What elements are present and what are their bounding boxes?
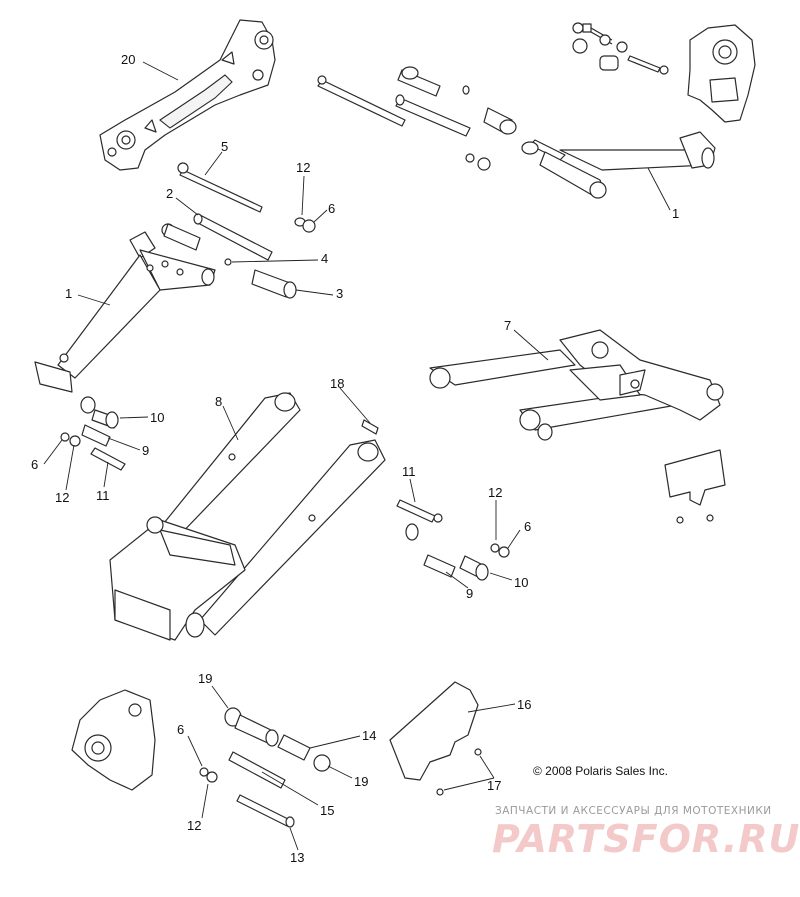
callout-6: 6 [328,201,335,216]
callout-10: 10 [150,410,164,425]
callout-10: 10 [514,575,528,590]
copyright-notice: © 2008 Polaris Sales Inc. [533,764,668,778]
hardware-left-10-9-11 [60,396,126,471]
callout-16: 16 [517,697,531,712]
callout-4: 4 [321,251,328,266]
callout-5: 5 [221,139,228,154]
part-20-mount-plate [99,19,276,171]
hardware-top-right [572,22,669,75]
callout-12: 12 [296,160,310,175]
callout-14: 14 [362,728,376,743]
callout-20: 20 [121,52,135,67]
part-8-swingarm [109,392,386,641]
right-guard-plate [664,449,726,524]
callout-7: 7 [504,318,511,333]
callout-19: 19 [198,671,212,686]
parts-5-2-pins [177,162,273,261]
callout-19: 19 [354,774,368,789]
watermark-logo: PARTSFOR.RU [492,817,800,861]
callout-6: 6 [524,519,531,534]
callout-6: 6 [177,722,184,737]
watermark-tagline: ЗАПЧАСТИ И АКСЕССУАРЫ ДЛЯ МОТОТЕХНИКИ [495,805,772,817]
hardware-12-6-top [294,217,316,233]
callout-1: 1 [65,286,72,301]
callout-8: 8 [215,394,222,409]
part-1-arm-upper [521,131,716,199]
hardware-bottom [199,707,331,828]
part-16-guard [389,681,482,796]
part-1-arm-lower-left [34,223,216,393]
hardware-center [396,499,510,581]
watermark: ЗАПЧАСТИ И АКСЕССУАРЫ ДЛЯ МОТОТЕХНИКИ PA… [492,805,800,861]
callout-3: 3 [336,286,343,301]
rear-knuckle-top [687,24,756,123]
callout-13: 13 [290,850,304,865]
rear-knuckle-bottom [71,689,156,791]
callout-1: 1 [672,206,679,221]
part-18-bolt [361,419,379,435]
callout-15: 15 [320,803,334,818]
callout-9: 9 [466,586,473,601]
callout-6: 6 [31,457,38,472]
callout-12: 12 [488,485,502,500]
callout-17: 17 [487,778,501,793]
callout-18: 18 [330,376,344,391]
leader-lines [43,61,671,851]
callout-11: 11 [96,488,110,503]
callout-labels: 20 5 12 6 2 4 3 1 1 7 8 18 10 9 6 12 11 … [31,52,679,865]
callout-11: 11 [402,464,416,479]
callout-12: 12 [55,490,69,505]
parts-4-3 [224,258,297,299]
part-7-frame [429,329,724,441]
callout-12: 12 [187,818,201,833]
callout-9: 9 [142,443,149,458]
callout-2: 2 [166,186,173,201]
top-center-pins [317,66,517,171]
